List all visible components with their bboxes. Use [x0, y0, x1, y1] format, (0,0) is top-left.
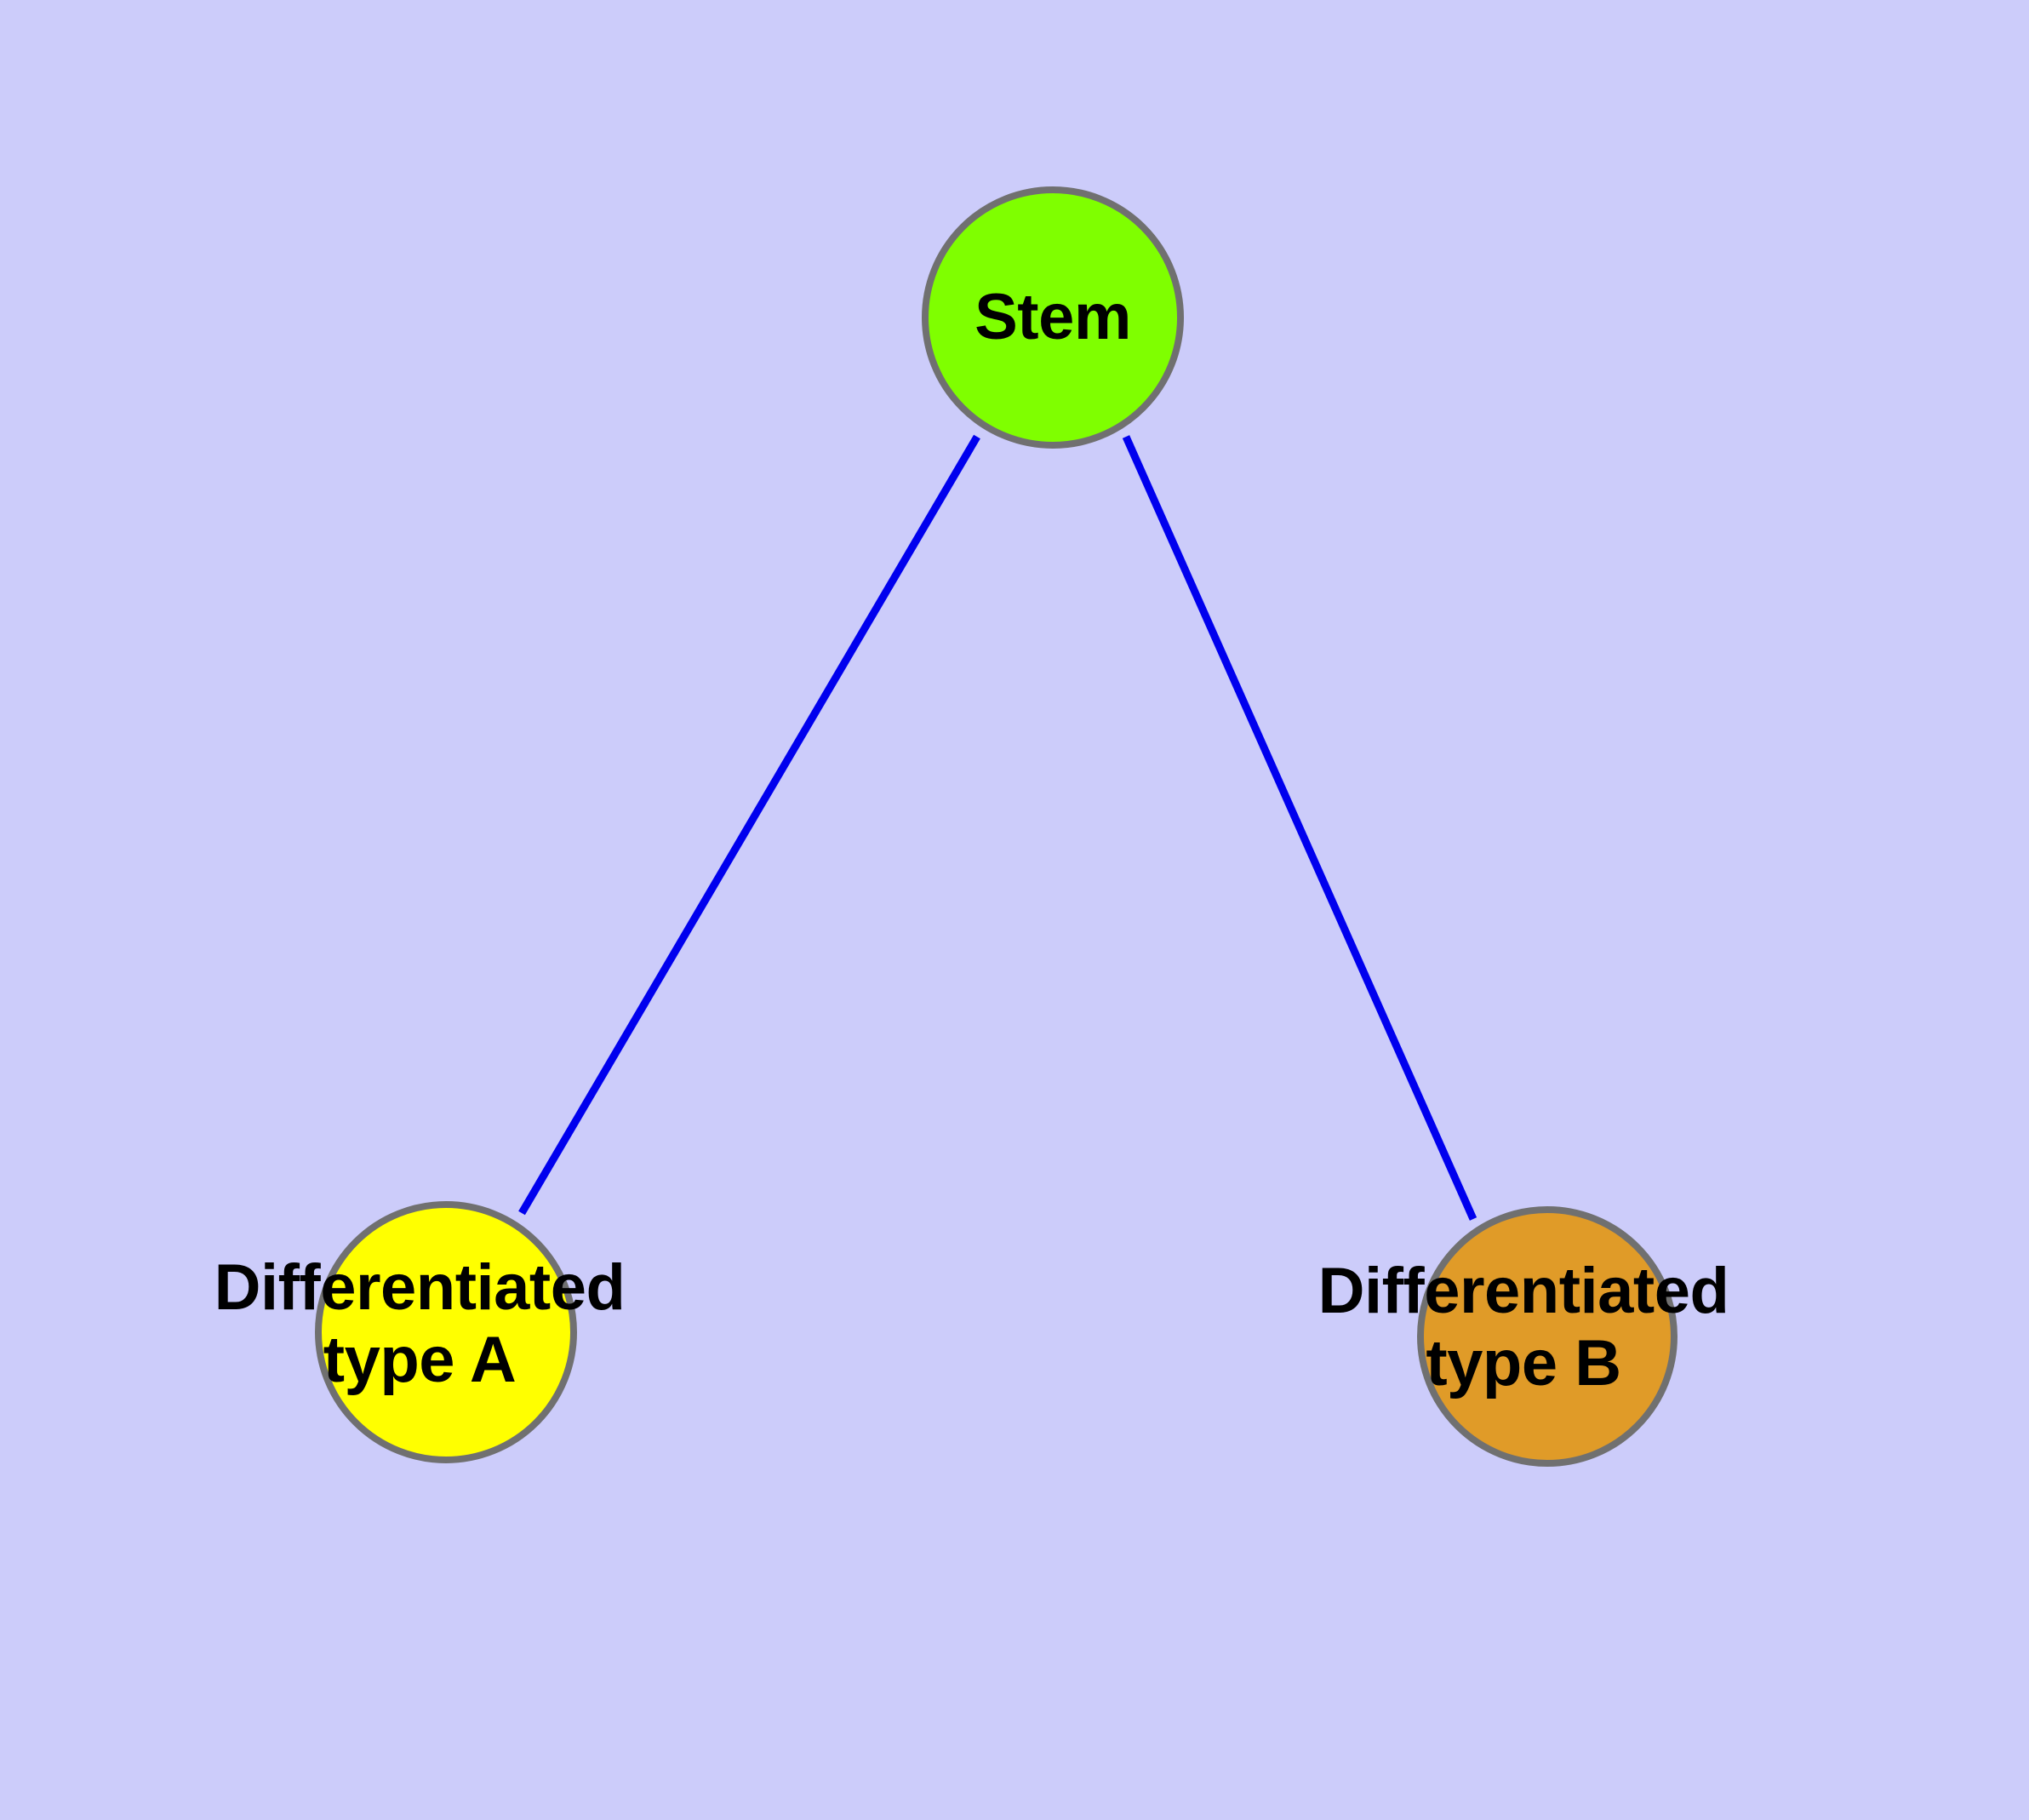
edge-group [518, 434, 1477, 1221]
edge-stem-to-differentiated-type-b[interactable] [1122, 435, 1477, 1221]
edge-stem-to-differentiated-type-a[interactable] [518, 434, 980, 1216]
node-stem[interactable] [922, 186, 1184, 449]
node-differentiated-type-a[interactable] [315, 1201, 577, 1463]
node-differentiated-type-b[interactable] [1417, 1206, 1677, 1467]
node-group [315, 186, 1677, 1467]
